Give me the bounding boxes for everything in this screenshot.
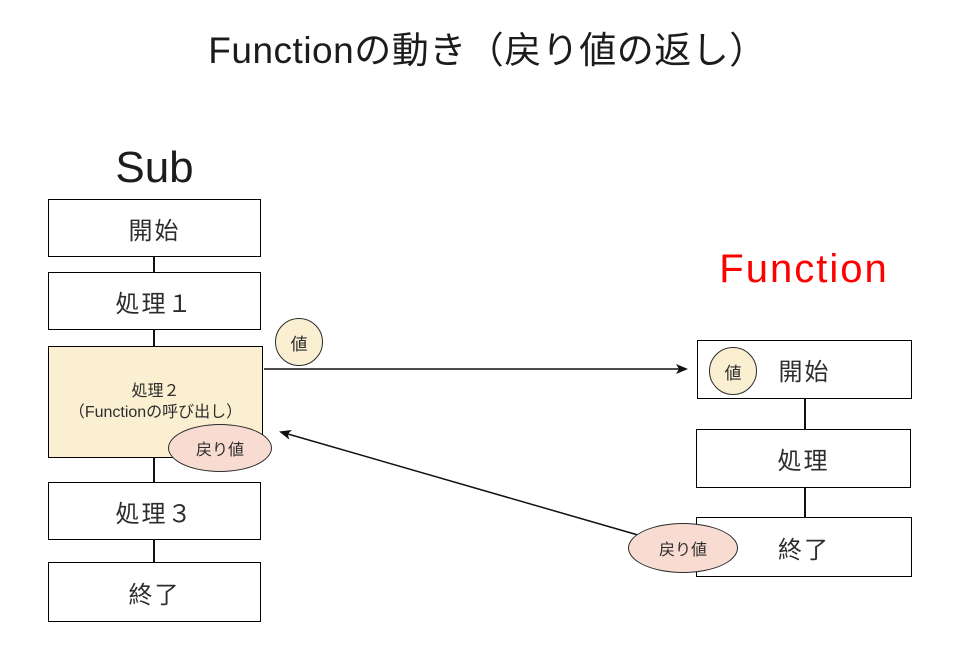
value-badge-at-function-label: 値 (724, 363, 742, 383)
sub-end-label: 終了 (128, 581, 181, 609)
sub-connector-1 (153, 256, 155, 273)
value-badge-at-sub: 値 (275, 318, 323, 366)
return-value-badge-at-sub: 戻り値 (168, 424, 272, 472)
sub-connector-4 (153, 539, 155, 563)
sub-connector-2 (153, 329, 155, 347)
sub-process2-function-call-box: 処理２ （Functionの呼び出し） (48, 346, 263, 458)
value-badge-at-function: 値 (709, 347, 757, 395)
sub-end-box: 終了 (48, 562, 261, 622)
sub-process2-label: 処理２ (131, 383, 180, 400)
sub-connector-3 (153, 457, 155, 483)
sub-process3-box: 処理３ (48, 482, 261, 540)
function-start-label: 開始 (778, 359, 831, 386)
function-connector-1 (804, 398, 806, 430)
function-end-label: 終了 (778, 536, 830, 564)
function-process-label: 処理 (777, 448, 830, 475)
sub-process2-sublabel: （Functionの呼び出し） (68, 404, 243, 421)
function-connector-2 (804, 487, 806, 518)
sub-process3-label: 処理３ (115, 500, 194, 528)
function-column-label: Function (719, 247, 889, 291)
return-arrow (279, 429, 684, 549)
return-value-badge-at-sub-label: 戻り値 (195, 442, 244, 459)
sub-start-label: 開始 (128, 217, 181, 245)
sub-column-label: Sub (115, 143, 194, 192)
return-value-badge-at-function: 戻り値 (628, 523, 738, 573)
value-badge-at-sub-label: 値 (290, 334, 308, 354)
sub-process1-label: 処理１ (115, 290, 194, 318)
sub-process1-box: 処理１ (48, 272, 261, 330)
slide-title: Functionの動き（戻り値の返し） (208, 30, 767, 71)
return-value-badge-at-function-label: 戻り値 (658, 542, 707, 559)
sub-start-box: 開始 (48, 199, 261, 257)
function-process-box: 処理 (696, 429, 911, 488)
